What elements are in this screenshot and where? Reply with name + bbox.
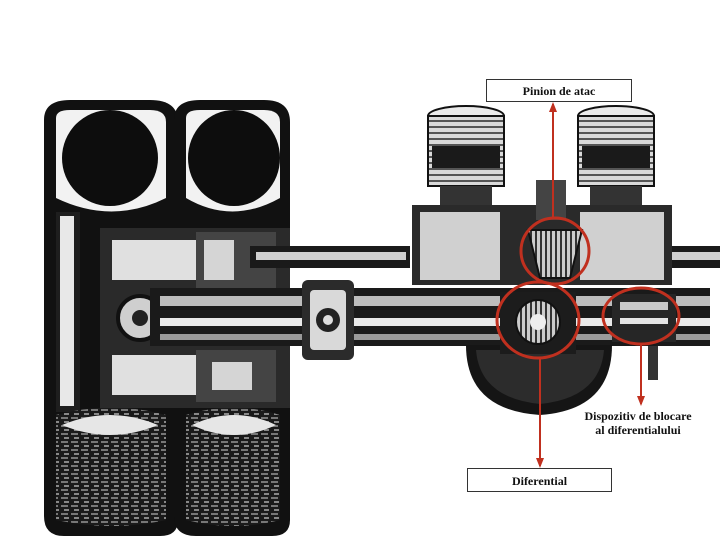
leader-line-pinion — [549, 102, 557, 218]
diff-lock-callout-label: Dispozitiv de blocare al diferentialului — [562, 406, 714, 446]
brake-chamber-left — [427, 105, 505, 212]
leader-line-differential — [536, 358, 544, 468]
shaft-coupling — [302, 280, 354, 360]
pinion-gear — [526, 180, 584, 279]
differential-gearset — [500, 292, 576, 354]
diff-lock-label-line1: Dispozitiv de blocare — [584, 409, 692, 423]
leader-line-diff-lock — [637, 344, 645, 406]
pinion-callout-label: Pinion de atac — [486, 79, 632, 102]
differential-highlight — [495, 280, 581, 360]
outer-tire — [44, 100, 178, 536]
diff-lock-label-line2: al diferentialului — [595, 423, 681, 437]
diff-lock-mechanism — [612, 294, 676, 380]
differential-callout-label: Diferential — [467, 468, 612, 492]
brake-chamber-right — [577, 105, 655, 212]
